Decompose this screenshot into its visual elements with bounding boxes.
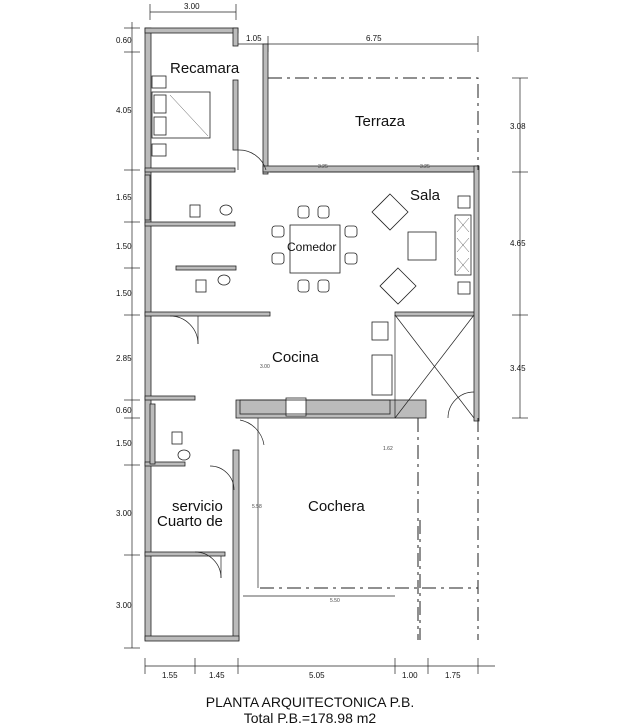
dim-interior: 3.25 xyxy=(318,164,328,170)
dimension-lines xyxy=(124,4,528,674)
dim-top: 3.00 xyxy=(184,2,200,11)
room-label-cuarto-de: Cuarto de xyxy=(157,513,223,530)
dim-interior: 5.58 xyxy=(252,504,262,510)
walls xyxy=(144,27,480,642)
dim-left: 0.60 xyxy=(116,406,132,415)
dim-left: 2.85 xyxy=(116,354,132,363)
dim-left: 3.00 xyxy=(116,509,132,518)
dim-interior: 5.50 xyxy=(330,598,340,604)
dim-bottom: 1.75 xyxy=(445,671,461,680)
dim-left: 1.65 xyxy=(116,193,132,202)
dim-bottom: 1.45 xyxy=(209,671,225,680)
room-label-comedor: Comedor xyxy=(287,240,336,254)
dim-right: 4.65 xyxy=(510,239,526,248)
dim-bottom: 1.55 xyxy=(162,671,178,680)
double-sink-icon xyxy=(371,354,393,396)
sink-icon xyxy=(219,204,233,216)
room-label-sala: Sala xyxy=(410,187,441,204)
dim-left: 4.05 xyxy=(116,106,132,115)
dim-left: 0.60 xyxy=(116,36,132,45)
room-label-cochera: Cochera xyxy=(308,498,365,515)
dim-left: 1.50 xyxy=(116,289,132,298)
plan-total-area: Total P.B.=178.98 m2 xyxy=(244,710,377,726)
dim-left: 1.50 xyxy=(116,439,132,448)
room-label-servicio: servicio xyxy=(172,498,223,515)
dimension-labels: 3.00 1.05 6.75 0.60 4.05 1.65 1.50 1.50 … xyxy=(116,2,526,680)
dim-top: 6.75 xyxy=(366,34,382,43)
room-label-recamara: Recamara xyxy=(170,60,240,77)
stove-icon xyxy=(285,397,307,417)
dim-left: 1.50 xyxy=(116,242,132,251)
dim-bottom: 5.05 xyxy=(309,671,325,680)
room-label-cocina: Cocina xyxy=(272,349,319,366)
room-label-terraza: Terraza xyxy=(355,113,406,130)
fridge-icon xyxy=(371,321,389,341)
dim-bottom: 1.00 xyxy=(402,671,418,680)
dim-interior: 1.62 xyxy=(383,446,393,452)
dining-table-icon xyxy=(289,224,341,274)
armchair-icon xyxy=(407,231,437,261)
dim-top: 1.05 xyxy=(246,34,262,43)
dim-interior: 3.00 xyxy=(260,364,270,370)
dim-right: 3.08 xyxy=(510,122,526,131)
plan-title: PLANTA ARQUITECTONICA P.B. xyxy=(206,694,415,710)
furniture xyxy=(151,75,472,461)
dim-left: 3.00 xyxy=(116,601,132,610)
dim-interior: 3.25 xyxy=(420,164,430,170)
dim-right: 3.45 xyxy=(510,364,526,373)
doors xyxy=(169,149,475,579)
toilet-icon xyxy=(189,204,201,218)
